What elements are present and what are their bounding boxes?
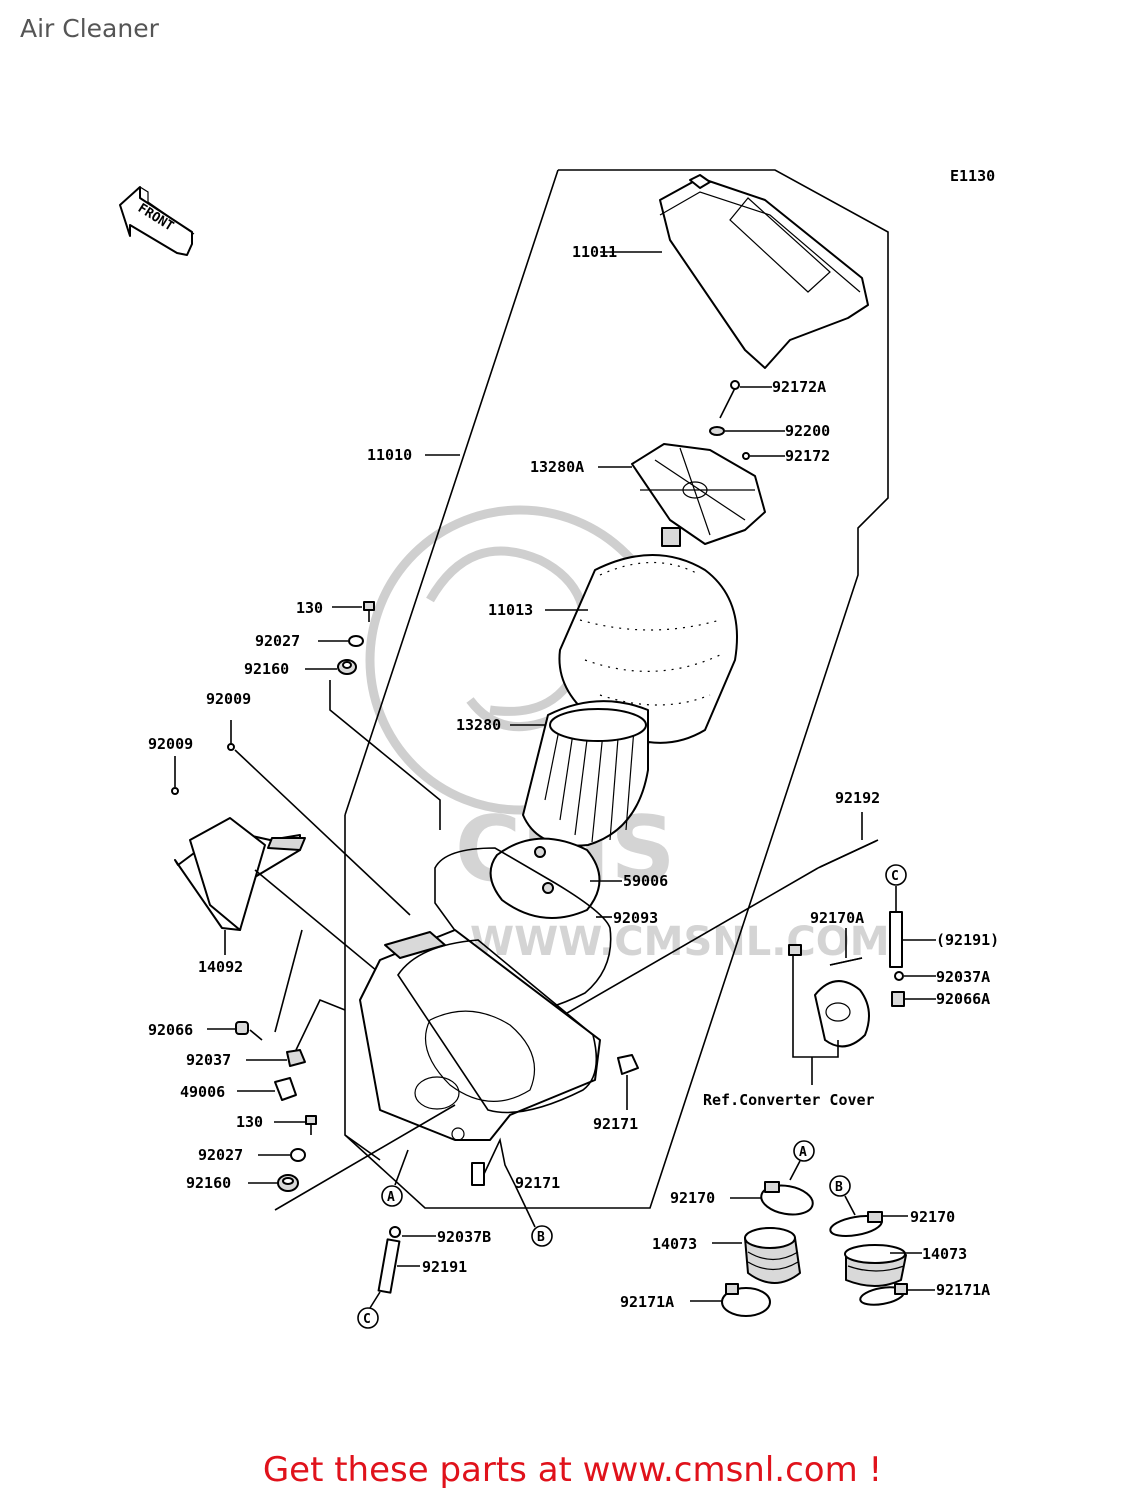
bolt-130-bottom: [305, 1115, 317, 1135]
clamp-92170-a: [760, 1181, 814, 1216]
hose-14073-a: [744, 1227, 801, 1284]
label-11011: 11011: [572, 243, 617, 261]
label-92172a: 92172A: [772, 378, 826, 396]
label-92171a-b: 92171A: [936, 1281, 990, 1299]
clamp-92170-b: [829, 1211, 883, 1237]
label-13280a: 13280A: [530, 458, 584, 476]
tube-92191: [377, 1238, 401, 1294]
tube-92192: [817, 839, 879, 869]
callout-c-bottom-label: C: [363, 1312, 371, 1327]
label-92171-a: 92171: [593, 1115, 638, 1133]
collar-92027-bottom: [290, 1148, 306, 1162]
bracket-49006: [274, 1077, 297, 1101]
air-cleaner-case: [359, 929, 601, 1141]
tube-92191-ref: [889, 911, 903, 968]
washer-92200: [709, 426, 725, 436]
assembly-outline: [344, 169, 889, 1209]
label-92160-top: 92160: [244, 660, 289, 678]
screw-92009-a: [227, 743, 235, 751]
label-14073-a: 14073: [652, 1235, 697, 1253]
clip-92037b: [389, 1226, 401, 1238]
label-92009-a: 92009: [206, 690, 251, 708]
ref-note: Ref.Converter Cover: [703, 1091, 875, 1109]
label-92066a: 92066A: [936, 990, 990, 1008]
label-92037: 92037: [186, 1051, 231, 1069]
label-92191: 92191: [422, 1258, 467, 1276]
label-92160-bottom: 92160: [186, 1174, 231, 1192]
clip-92037: [286, 1049, 306, 1067]
callout-c-bottom: [357, 1307, 379, 1329]
side-cover-14092: [174, 817, 306, 931]
filter-holder-13280a: [631, 443, 766, 547]
label-92171-b: 92171: [515, 1174, 560, 1192]
air-filter-element-11013: [558, 554, 738, 744]
callout-c-top-label: C: [891, 869, 899, 884]
label-59006: 59006: [623, 872, 668, 890]
callout-a-right: [793, 1140, 815, 1162]
screw-92172: [742, 452, 750, 460]
converter-cover: [788, 944, 870, 1048]
label-92037a: 92037A: [936, 968, 990, 986]
label-130-top: 130: [296, 599, 323, 617]
diagram-code: E1130: [950, 167, 995, 185]
clamp-92170a: [829, 957, 863, 966]
watermark-site: WWW.CMSNL.COM: [470, 919, 890, 965]
screw-92172a: [719, 380, 740, 419]
label-11013: 11013: [488, 601, 533, 619]
label-92066: 92066: [148, 1021, 193, 1039]
grommet-92160-bottom: [277, 1174, 299, 1192]
label-14073-b: 14073: [922, 1245, 967, 1263]
label-92170a: 92170A: [810, 909, 864, 927]
page-title: Air Cleaner: [20, 14, 159, 43]
hose-14073-b: [844, 1244, 907, 1287]
label-92093: 92093: [613, 909, 658, 927]
callout-b-right: [829, 1175, 851, 1197]
label-92037b: 92037B: [437, 1228, 491, 1246]
label-92172: 92172: [785, 447, 830, 465]
exploded-parts-diagram: CMS WWW.CMSNL.COM E1130 FRONT 11011 9217…: [119, 167, 999, 1329]
label-92027-bottom: 92027: [198, 1146, 243, 1164]
cap-92066: [235, 1021, 249, 1035]
label-92027-top: 92027: [255, 632, 300, 650]
label-92200: 92200: [785, 422, 830, 440]
clamp-92171a-b: [859, 1283, 908, 1306]
bolt-130-top: [363, 601, 375, 622]
label-92191-ref: (92191): [936, 931, 999, 949]
collar-92027-top: [348, 635, 364, 647]
callout-a-left-label: A: [387, 1190, 395, 1205]
screw-92009-b: [171, 787, 179, 795]
filter-cage-13280: [522, 700, 649, 847]
plate-59006: [489, 837, 601, 919]
callout-a-left: [381, 1185, 403, 1207]
clamp-92171-b: [471, 1162, 485, 1186]
label-92170-b: 92170: [910, 1208, 955, 1226]
label-13280: 13280: [456, 716, 501, 734]
callout-b-right-label: B: [835, 1180, 843, 1195]
callout-a-right-label: A: [799, 1145, 807, 1160]
label-92009-b: 92009: [148, 735, 193, 753]
label-130-bottom: 130: [236, 1113, 263, 1131]
front-arrow: FRONT: [119, 186, 195, 256]
label-92192: 92192: [835, 789, 880, 807]
cap-92066a: [891, 991, 905, 1007]
air-cleaner-cover: [659, 174, 869, 369]
label-14092: 14092: [198, 958, 243, 976]
footer-promo[interactable]: Get these parts at www.cmsnl.com !: [262, 1450, 883, 1490]
label-92170-a: 92170: [670, 1189, 715, 1207]
cmsnl-watermark: CMS WWW.CMSNL.COM: [365, 505, 890, 965]
clamp-92171a-a: [721, 1283, 771, 1317]
clamp-92171-a: [617, 1054, 639, 1075]
label-49006: 49006: [180, 1083, 225, 1101]
callout-b-left-label: B: [537, 1230, 545, 1245]
clip-92037a: [894, 971, 904, 981]
label-11010: 11010: [367, 446, 412, 464]
label-92171a-a: 92171A: [620, 1293, 674, 1311]
callout-b-left: [531, 1225, 553, 1247]
callout-c-top: [885, 864, 907, 886]
grommet-92160-top: [337, 659, 357, 675]
